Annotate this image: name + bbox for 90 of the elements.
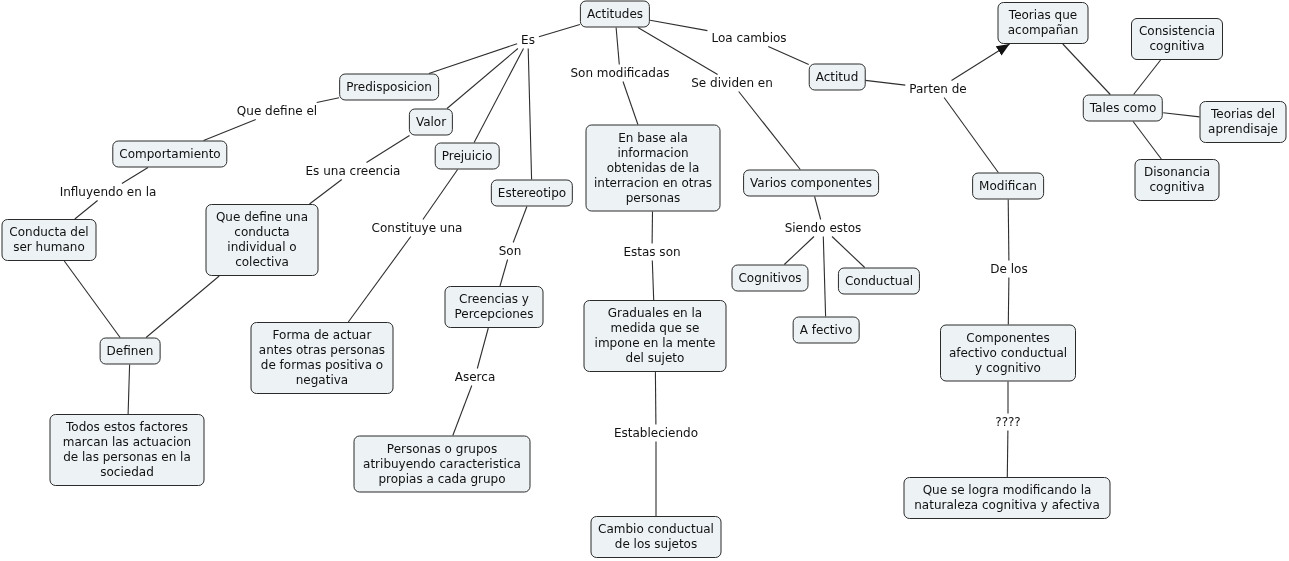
- concept-box: Graduales en la medida que se impone en la mente del sujeto: [583, 300, 727, 372]
- concept-box: Conducta del ser humano: [1, 219, 97, 261]
- concept-box: Componentes afectivo conductual y cognitivo: [940, 324, 1076, 382]
- connector-line: [63, 260, 121, 339]
- connector-line: [538, 23, 581, 38]
- concept-box: Prejuicio: [434, 142, 500, 170]
- linking-phrase: De los: [986, 260, 1032, 278]
- linking-phrase: Estableciendo: [609, 424, 703, 442]
- concept-box: Que se logra modificando la naturaleza cognitiva y afectiva: [903, 477, 1111, 519]
- concept-box: Teorias del aprendisaje: [1199, 101, 1287, 143]
- connector-line: [476, 327, 489, 370]
- connector-line: [1007, 198, 1010, 262]
- connector-line: [943, 96, 999, 174]
- connector-line: [822, 235, 827, 318]
- concept-box: Consistencia cognitiva: [1131, 18, 1223, 60]
- connector-line: [1007, 380, 1009, 415]
- concept-box: Personas o grupos atribuyendo caracteristica propias a cada grupo: [353, 435, 531, 493]
- linking-phrase: Es una creencia: [301, 162, 405, 180]
- linking-phrase: Loa cambios: [707, 29, 791, 47]
- connector-line: [1162, 112, 1201, 118]
- connector-line: [637, 26, 719, 76]
- concept-box: Valor: [408, 108, 454, 136]
- linking-phrase: Son modificadas: [566, 64, 674, 82]
- concept-box: Conductual: [837, 267, 921, 295]
- connector-line: [651, 210, 654, 245]
- connector-line: [831, 235, 866, 269]
- connector-line: [767, 45, 810, 66]
- connector-line: [316, 97, 340, 104]
- connector-line: [1132, 120, 1162, 160]
- concept-box: Cognitivos: [731, 264, 809, 292]
- linking-phrase: Que define el: [232, 102, 322, 120]
- connector-line: [615, 26, 620, 66]
- linking-phrase: Estas son: [619, 243, 685, 261]
- connector-line: [783, 235, 815, 266]
- linking-phrase: Aserca: [450, 368, 500, 386]
- concept-box: Definen: [99, 337, 161, 365]
- connector-line: [145, 275, 220, 339]
- connector-line: [527, 47, 533, 181]
- connector-line: [738, 90, 801, 171]
- connector-line: [347, 235, 412, 323]
- connector-line: [1007, 276, 1010, 326]
- concept-box: Estereotipo: [490, 179, 574, 207]
- connector-line: [446, 47, 519, 110]
- concept-box: Creencias y Percepciones: [444, 286, 544, 328]
- connector-line: [203, 118, 257, 142]
- connector-line: [512, 205, 528, 244]
- connector-line: [864, 79, 906, 86]
- connector-line: [452, 384, 473, 437]
- concept-box: Actitudes: [579, 0, 651, 28]
- concept-box: Varios componentes: [743, 169, 879, 197]
- connector-line: [1062, 43, 1111, 96]
- connector-line: [651, 259, 655, 301]
- connector-line: [655, 440, 657, 517]
- connector-line: [428, 43, 518, 75]
- concept-box: Disonancia cognitiva: [1134, 159, 1220, 201]
- linking-phrase: Son: [494, 242, 526, 260]
- connector-line: [499, 258, 509, 287]
- arrow: [950, 43, 1011, 82]
- connector-line: [649, 19, 708, 32]
- connector-line: [121, 166, 149, 185]
- concept-box: Teorias que acompañan: [997, 2, 1089, 44]
- concept-box: Cambio conductual de los sujetos: [590, 516, 722, 558]
- connector-line: [127, 363, 131, 415]
- concept-box: Modifican: [972, 172, 1044, 200]
- linking-phrase: Influyendo en la: [55, 183, 161, 201]
- concept-box: Comportamiento: [112, 140, 228, 168]
- linking-phrase: Es: [517, 31, 539, 49]
- concept-box: Que define una conducta individual o colectiva: [205, 204, 319, 276]
- connector-line: [814, 195, 822, 221]
- linking-phrase: Se dividen en: [687, 74, 777, 92]
- connector-line: [1006, 429, 1009, 478]
- concept-box: A fectivo: [792, 316, 860, 344]
- concept-box: Todos estos factores marcan las actuacion de las personas en la sociedad: [49, 414, 205, 486]
- linking-phrase: ????: [991, 413, 1025, 431]
- linking-phrase: Constituye una: [367, 219, 467, 237]
- connector-line: [473, 47, 525, 144]
- connector-line: [622, 80, 639, 126]
- connector-line: [654, 371, 657, 426]
- connector-line: [308, 178, 343, 205]
- connector-line: [1133, 59, 1162, 96]
- concept-box: Predisposicion: [339, 73, 439, 101]
- concept-box: Actitud: [808, 63, 866, 91]
- connector-line: [365, 134, 411, 164]
- connector-line: [74, 199, 99, 220]
- linking-phrase: Siendo estos: [780, 219, 866, 237]
- connector-line: [422, 168, 459, 221]
- concept-box: Forma de actuar antes otras personas de formas positiva o negativa: [250, 322, 394, 394]
- linking-phrase: Parten de: [905, 80, 971, 98]
- concept-box: Tales como: [1082, 94, 1164, 122]
- concept-box: En base ala informacion obtenidas de la interracion en otras personas: [585, 124, 721, 212]
